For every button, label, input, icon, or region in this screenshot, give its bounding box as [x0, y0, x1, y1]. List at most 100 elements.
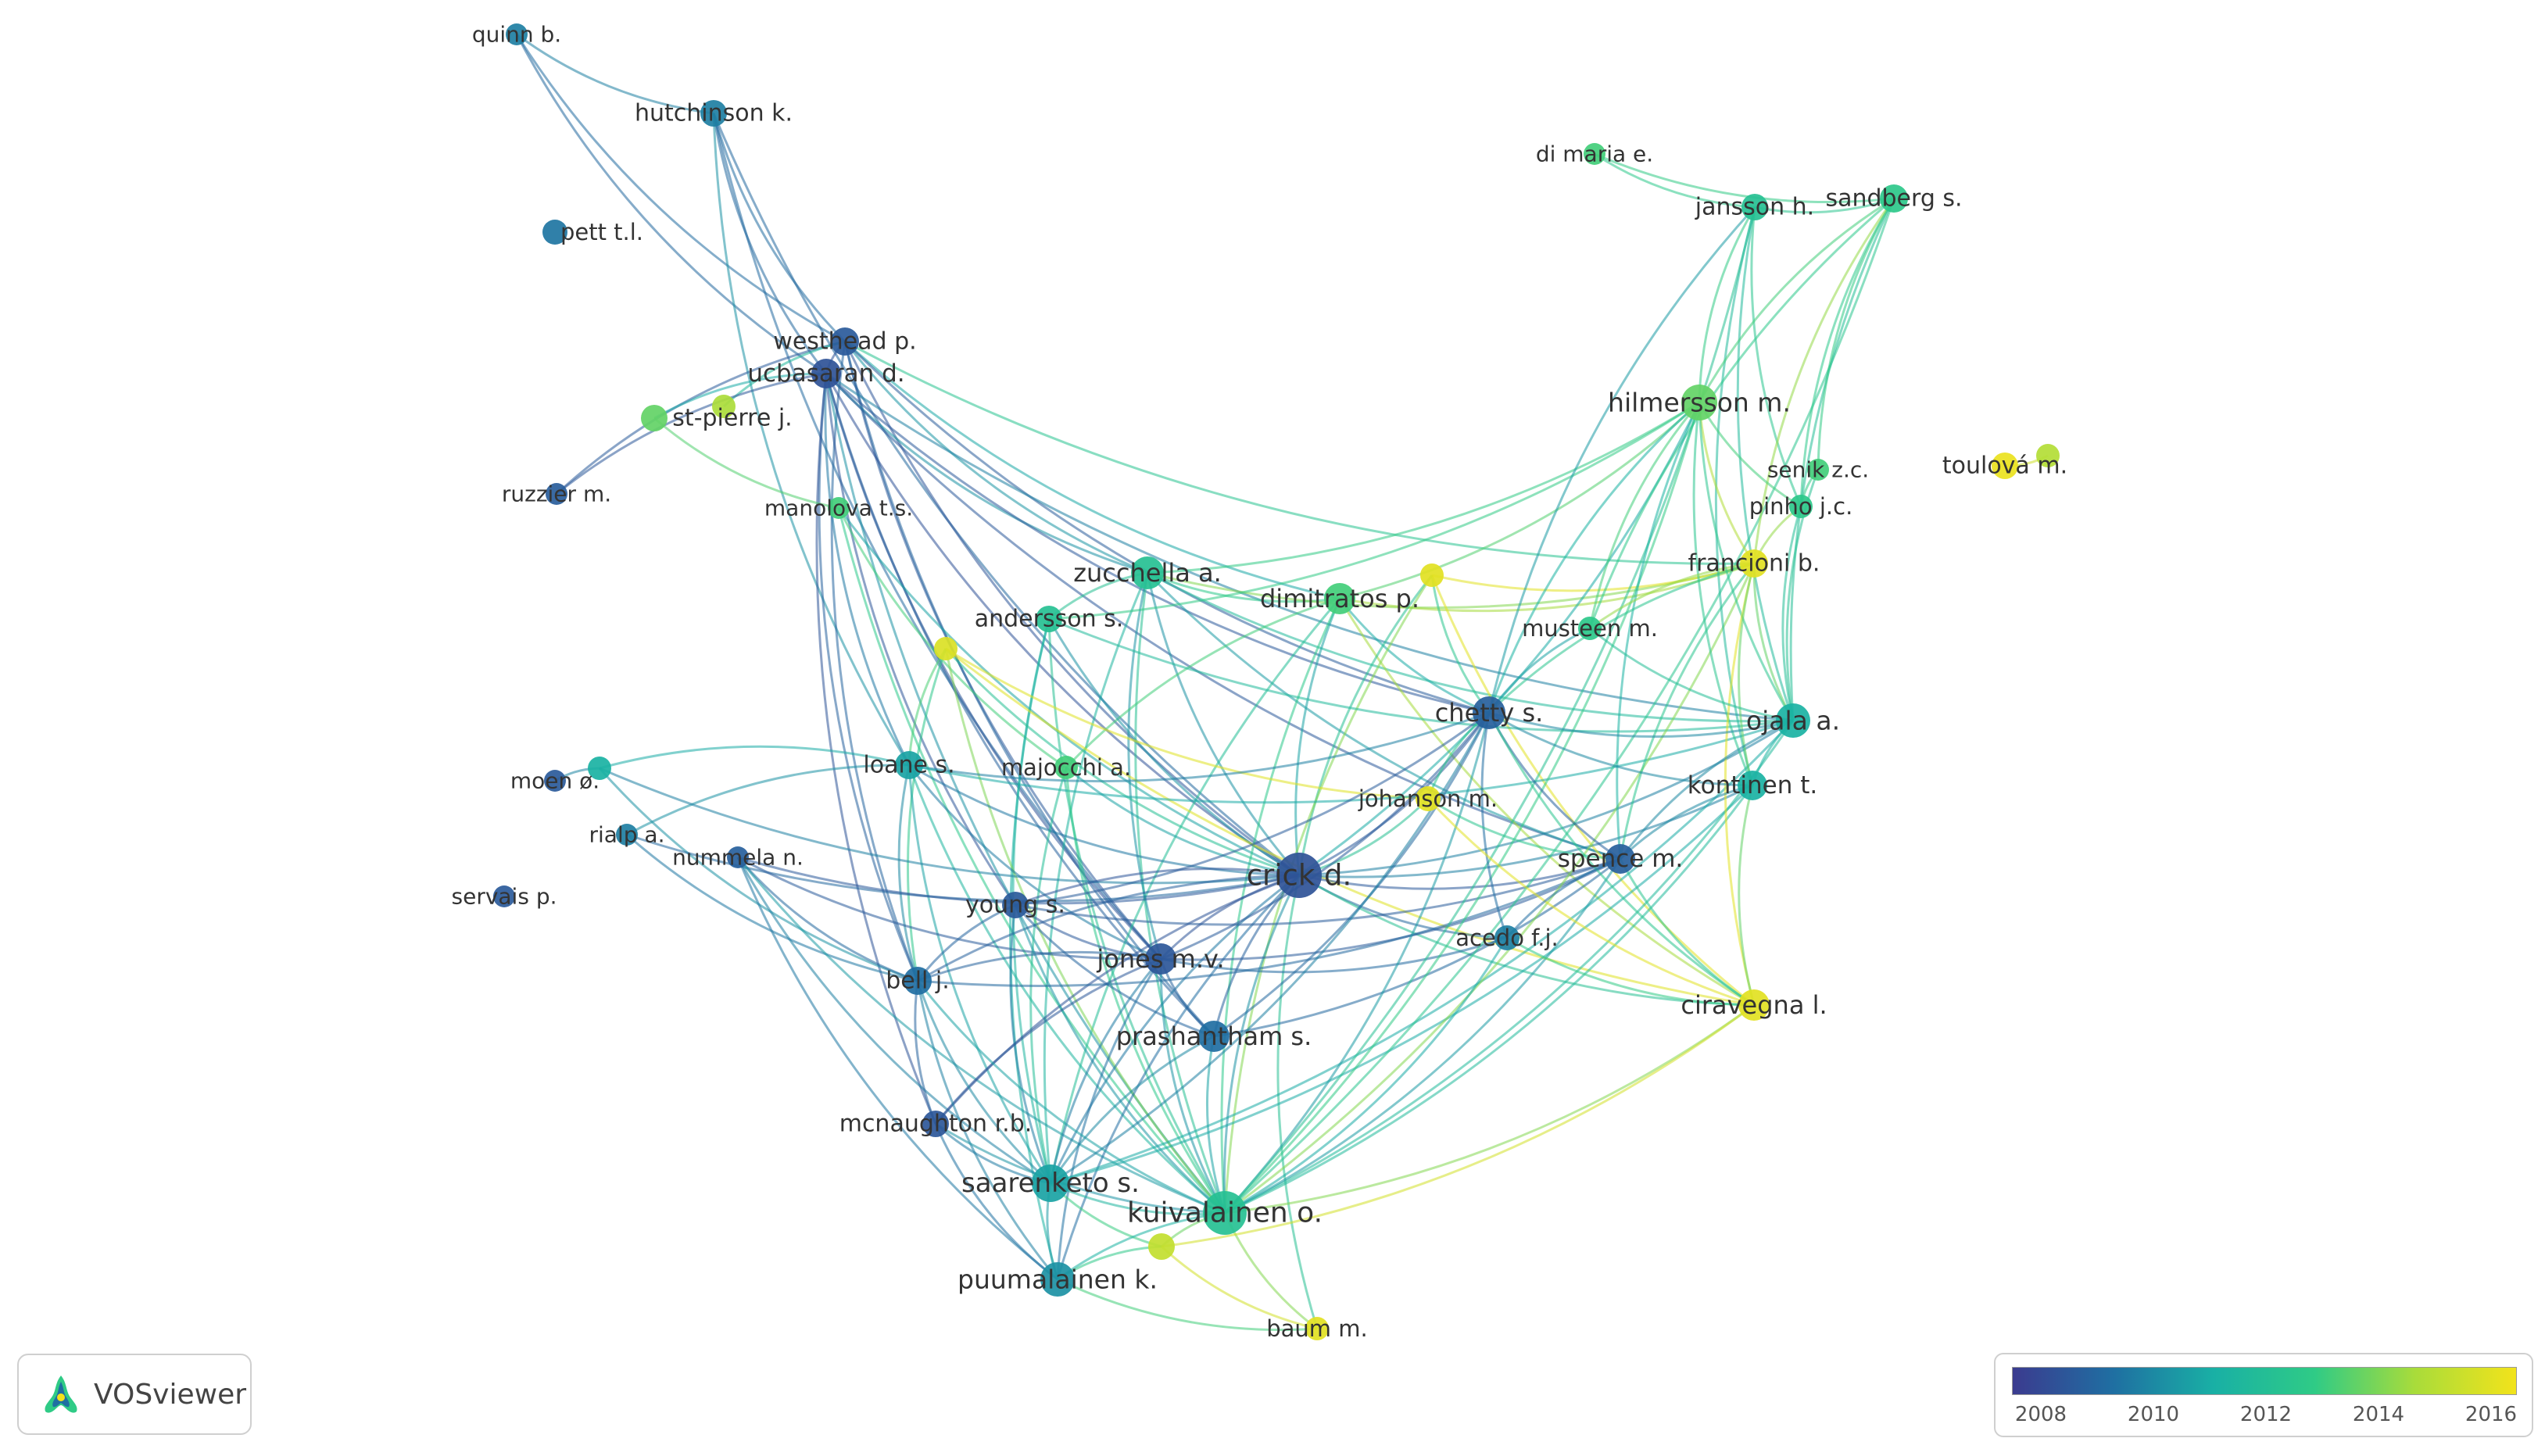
- node-senik[interactable]: [1807, 459, 1829, 481]
- node-westhead[interactable]: [831, 327, 859, 356]
- node-label-quinn[interactable]: quinn b.: [472, 22, 561, 48]
- node-young[interactable]: [1002, 892, 1029, 918]
- node-label-puumalainen[interactable]: puumalainen k.: [958, 1265, 1158, 1295]
- node-label-ruzzier[interactable]: ruzzier m.: [502, 481, 611, 507]
- node-jansson[interactable]: [1741, 194, 1768, 220]
- node-ciravegna[interactable]: [1738, 989, 1770, 1021]
- node-mcnaughton[interactable]: [922, 1111, 949, 1137]
- node-label-manolova[interactable]: manolova t.s.: [764, 495, 913, 521]
- link-acedo-ciravegna: [1506, 936, 1755, 1007]
- node-label-hutchinson[interactable]: hutchinson k.: [635, 100, 793, 127]
- node-label-loane[interactable]: loane s.: [863, 752, 954, 779]
- node-label-baum[interactable]: baum m.: [1266, 1315, 1368, 1342]
- node-label-kuivalainen[interactable]: kuivalainen o.: [1127, 1197, 1323, 1229]
- node-label-sandberg[interactable]: sandberg s.: [1825, 185, 1962, 213]
- link-stpierre-manolova: [653, 417, 839, 510]
- node-quinn[interactable]: [506, 23, 528, 45]
- node-label-zucchella[interactable]: zucchella a.: [1073, 558, 1222, 588]
- node-ruzzier[interactable]: [546, 483, 567, 505]
- node-label-moen[interactable]: moen ø.: [510, 768, 600, 794]
- node-label-andersson[interactable]: andersson s.: [975, 606, 1124, 633]
- node-label-francioni[interactable]: francioni b.: [1688, 550, 1820, 578]
- node-bell[interactable]: [904, 967, 932, 995]
- node-lime2[interactable]: [1148, 1233, 1175, 1260]
- node-pett[interactable]: [542, 220, 567, 245]
- node-label-nummela[interactable]: nummela n.: [672, 845, 804, 871]
- node-majocchi[interactable]: [1054, 756, 1078, 779]
- node-label-chetty[interactable]: chetty s.: [1435, 698, 1544, 728]
- node-pinho[interactable]: [1789, 495, 1813, 518]
- node-label-stpierre[interactable]: st-pierre j.: [672, 405, 792, 432]
- node-sandberg[interactable]: [1880, 184, 1908, 213]
- node-moen2[interactable]: [588, 757, 611, 780]
- node-label-hilmersson[interactable]: hilmersson m.: [1608, 388, 1791, 418]
- node-label-bell[interactable]: bell j.: [886, 968, 950, 995]
- node-label-majocchi[interactable]: majocchi a.: [1001, 754, 1131, 781]
- node-label-musteen[interactable]: musteen m.: [1522, 615, 1658, 642]
- node-label-servais[interactable]: servais p.: [452, 884, 557, 910]
- node-ucbasaran[interactable]: [811, 359, 841, 388]
- node-servais[interactable]: [493, 885, 515, 907]
- node-stpierre2[interactable]: [712, 395, 736, 418]
- node-baum[interactable]: [1305, 1317, 1329, 1340]
- node-hilmersson[interactable]: [1681, 385, 1717, 420]
- node-stpierre[interactable]: [641, 405, 668, 431]
- node-label-jansson[interactable]: jansson h.: [1695, 194, 1814, 221]
- node-yellow1[interactable]: [1420, 563, 1444, 587]
- node-jones[interactable]: [1145, 943, 1176, 975]
- node-kuivalainen[interactable]: [1203, 1191, 1247, 1235]
- node-label-pett[interactable]: pett t.l.: [560, 219, 643, 245]
- node-label-johanson[interactable]: johanson m.: [1358, 785, 1498, 812]
- node-label-dimitratos[interactable]: dimitratos p.: [1260, 584, 1419, 614]
- node-lime1[interactable]: [934, 637, 958, 660]
- node-prashantham[interactable]: [1198, 1021, 1230, 1052]
- node-acedo[interactable]: [1494, 925, 1519, 950]
- node-zucchella[interactable]: [1131, 556, 1164, 589]
- node-hutchinson[interactable]: [700, 100, 727, 127]
- node-kontinen[interactable]: [1738, 771, 1767, 800]
- node-johanson[interactable]: [1416, 786, 1441, 811]
- node-chetty[interactable]: [1473, 696, 1505, 729]
- node-label-young[interactable]: young s.: [965, 892, 1065, 919]
- node-loane[interactable]: [895, 751, 923, 779]
- link-prashantham-saarenketo: [1049, 1035, 1215, 1184]
- node-nummela[interactable]: [727, 846, 749, 868]
- node-puumalainen[interactable]: [1040, 1262, 1075, 1297]
- node-saarenketo[interactable]: [1032, 1164, 1069, 1202]
- link-loane-bell: [897, 764, 919, 982]
- node-ojala[interactable]: [1776, 703, 1810, 738]
- node-label-mcnaughton[interactable]: mcnaughton r.b.: [839, 1111, 1033, 1138]
- node-crick[interactable]: [1276, 853, 1322, 898]
- node-musteen[interactable]: [1578, 617, 1602, 640]
- node-label-ucbasaran[interactable]: ucbasaran d.: [747, 360, 904, 388]
- node-dimitratos[interactable]: [1324, 583, 1355, 614]
- node-label-jones[interactable]: jones m.v.: [1096, 944, 1224, 974]
- node-spence[interactable]: [1605, 844, 1635, 874]
- node-label-pinho[interactable]: pinho j.c.: [1749, 493, 1853, 520]
- node-toulova2[interactable]: [2036, 444, 2060, 467]
- node-label-kontinen[interactable]: kontinen t.: [1688, 771, 1817, 800]
- node-label-prashantham[interactable]: prashantham s.: [1116, 1021, 1312, 1051]
- node-label-acedo[interactable]: acedo f.j.: [1455, 925, 1559, 951]
- node-rialp[interactable]: [616, 824, 638, 846]
- node-label-ojala[interactable]: ojala a.: [1746, 706, 1840, 736]
- node-andersson[interactable]: [1036, 606, 1062, 632]
- node-label-westhead[interactable]: westhead p.: [773, 328, 916, 356]
- link-moen2-crick: [599, 767, 1300, 885]
- node-label-toulova[interactable]: toulová m.: [1942, 453, 2067, 480]
- node-francioni[interactable]: [1740, 549, 1768, 578]
- legend-tick-2016: 2016: [2464, 1403, 2518, 1426]
- node-dimaria[interactable]: [1584, 143, 1605, 165]
- node-label-rialp[interactable]: rialp a.: [589, 822, 665, 848]
- link-westhead-crick: [843, 341, 1300, 877]
- node-label-crick[interactable]: crick d.: [1247, 859, 1352, 893]
- node-label-ciravegna[interactable]: ciravegna l.: [1681, 990, 1827, 1020]
- node-moen[interactable]: [544, 770, 566, 792]
- node-toulova[interactable]: [1992, 453, 2018, 479]
- node-manolova[interactable]: [828, 497, 850, 519]
- node-label-senik[interactable]: senik z.c.: [1767, 457, 1869, 483]
- node-label-spence[interactable]: spence m.: [1558, 845, 1684, 873]
- node-label-saarenketo[interactable]: saarenketo s.: [961, 1168, 1140, 1199]
- node-label-dimaria[interactable]: di maria e.: [1536, 141, 1653, 167]
